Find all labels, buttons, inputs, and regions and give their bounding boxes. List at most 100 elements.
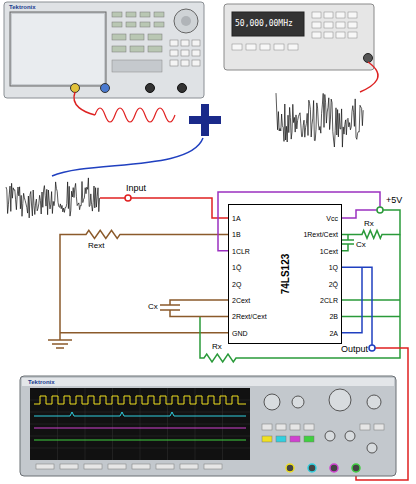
drawing-part: [181, 16, 191, 26]
drawing-part: [342, 234, 354, 250]
brand-label: Tektronix: [9, 4, 36, 10]
drawing-part: [101, 84, 110, 93]
drawing-part: [288, 44, 298, 50]
drawing-part: [48, 340, 72, 348]
drawing-part: [112, 46, 126, 52]
pin-label: 1Rext/Cext: [303, 231, 338, 238]
drawing-part: [126, 12, 136, 17]
pin-label: 1CLR: [232, 248, 250, 255]
drawing-part: [132, 464, 150, 469]
terminal-label: Input: [126, 184, 146, 193]
noise-trace: [276, 93, 363, 147]
drawing-part: [374, 424, 384, 430]
drawing-part: [12, 14, 104, 84]
drawing-part: [342, 300, 400, 316]
component-label: Cx: [148, 303, 158, 311]
drawing-part: [112, 34, 126, 40]
drawing-part: [336, 32, 345, 38]
drawing-part: [140, 12, 150, 17]
drawing-part: [108, 464, 126, 469]
signal-generator: [224, 4, 374, 70]
drawing-part: [290, 424, 300, 430]
drawing-part: [312, 12, 321, 18]
drawing-part: [130, 34, 144, 40]
drawing-part: [360, 424, 370, 430]
drawing-part: [34, 396, 246, 404]
drawing-part: [148, 34, 162, 40]
drawing-part: [352, 464, 360, 472]
drawing-part: [246, 44, 256, 50]
drawing-part: [112, 60, 162, 72]
drawing-part: [30, 388, 250, 460]
drawing-part: [34, 428, 246, 429]
drawing-part: [308, 464, 316, 472]
drawing-part: [60, 230, 228, 340]
drawing-part: [348, 12, 357, 18]
drawing-part: [181, 50, 189, 56]
drawing-part: [342, 210, 377, 218]
drawing-part: [304, 436, 314, 442]
pin-label: 2CLR: [320, 297, 338, 304]
drawing-part: [336, 12, 345, 18]
drawing-part: [146, 84, 155, 93]
pin-label: 2Q: [232, 281, 241, 288]
terminal-label: +5V: [386, 196, 402, 205]
pin-label: 2B: [329, 313, 338, 320]
pin-label: Vcc: [326, 215, 338, 222]
display-readout: 50,000,00MHz: [235, 20, 293, 28]
input-terminal: [125, 195, 131, 201]
drawing-part: [181, 40, 189, 46]
drawing-part: [60, 464, 78, 469]
drawing-part: [170, 50, 178, 56]
drawing-part: [312, 32, 321, 38]
drawing-part: [324, 32, 333, 38]
drawing-part: [112, 12, 122, 17]
drawing-part: [10, 12, 106, 86]
drawing-part: [367, 395, 381, 409]
drawing-part: [34, 440, 246, 441]
component-label: Rx: [364, 220, 374, 228]
noise-wave: [6, 178, 100, 218]
drawing-part: [192, 40, 200, 46]
drawing-part: [189, 116, 221, 124]
drawing-part: [262, 436, 272, 442]
drawing-part: [131, 198, 228, 218]
test-lead: [74, 92, 95, 115]
drawing-part: [324, 22, 333, 28]
drawing-part: [126, 22, 136, 27]
drawing-part: [170, 40, 200, 66]
drawing-part: [276, 436, 286, 442]
drawing-part: [34, 412, 246, 416]
drawing-part: [324, 12, 333, 18]
drawing-part: [276, 424, 286, 430]
drawing-part: [112, 12, 164, 52]
drawing-part: [262, 424, 272, 430]
drawing-part: [22, 378, 394, 386]
drawing-part: [342, 210, 400, 238]
drawing-part: [130, 46, 144, 52]
plus-sign: [189, 104, 221, 136]
pin-label: 2A: [329, 330, 338, 337]
drawing-part: [260, 44, 270, 50]
drawing-part: [286, 464, 294, 472]
pin-label: 1B: [232, 231, 241, 238]
pin-label: 1Q̄: [232, 264, 241, 271]
sine-wave: [95, 108, 175, 122]
drawing-part: [312, 22, 321, 28]
drawing-part: [345, 431, 355, 441]
drawing-part: [264, 394, 280, 410]
drawing-part: [71, 84, 80, 93]
drawing-part: [4, 2, 204, 98]
output-terminal: [369, 345, 375, 351]
pin-label: 2Q̄: [329, 281, 338, 288]
brand-label: Tektronix: [28, 379, 55, 385]
drawing-part: [154, 22, 164, 27]
drawing-part: [274, 44, 284, 50]
wire: [100, 197, 125, 199]
drawing-part: [336, 22, 345, 28]
drawing-part: [325, 431, 335, 441]
supply-terminal: [377, 207, 383, 213]
drawing-part: [192, 60, 200, 66]
